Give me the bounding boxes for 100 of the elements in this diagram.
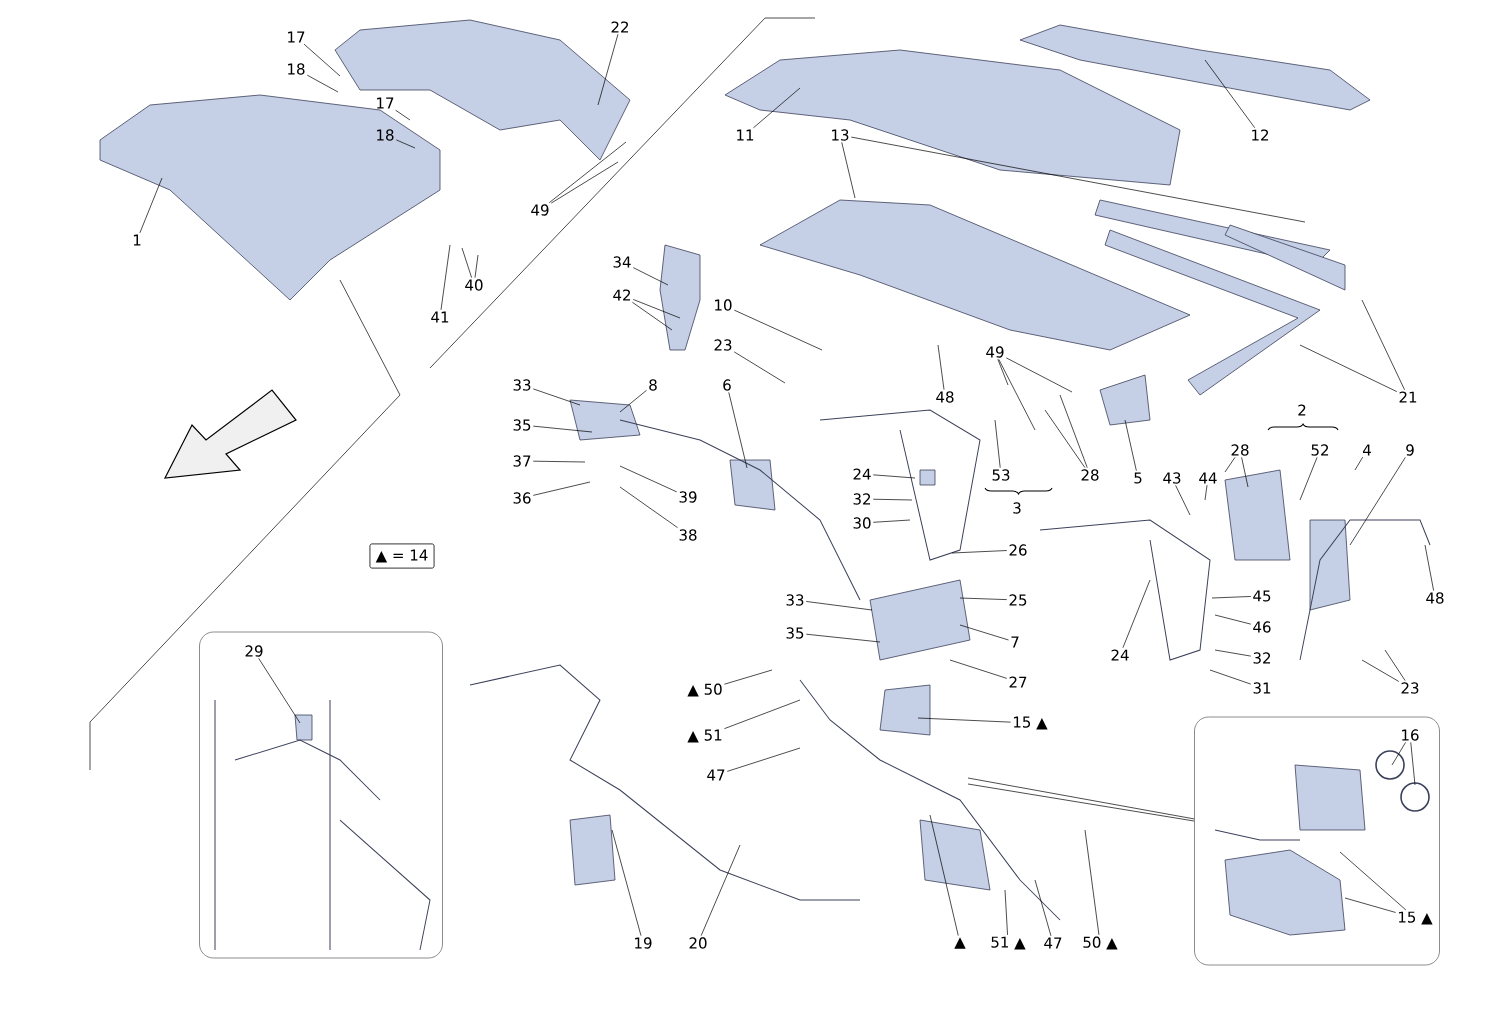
callout-number: 33	[786, 594, 804, 606]
callout-number: 36	[513, 492, 531, 504]
leader-line	[724, 699, 801, 729]
callout-number: 32	[1253, 652, 1271, 664]
inset-frame	[1194, 716, 1440, 966]
leader-line	[258, 658, 301, 724]
leader-line	[997, 359, 1009, 386]
callout-number: 33	[513, 379, 531, 391]
leader-line	[395, 139, 416, 149]
leader-line	[994, 419, 1001, 468]
leader-line	[1339, 851, 1407, 911]
callout-number: 49	[531, 204, 549, 216]
callout-number: 13	[832, 129, 849, 141]
callout-number: 37	[513, 455, 531, 467]
callout-number: 26	[1009, 544, 1027, 556]
callout-number: 20	[689, 937, 707, 949]
leader-line	[937, 344, 945, 390]
leader-line	[611, 829, 642, 936]
leader-line	[841, 142, 856, 199]
leader-line	[395, 109, 411, 121]
callout-number: 12	[1252, 129, 1269, 141]
leader-line	[700, 844, 741, 936]
callout-number: 5	[1134, 472, 1142, 484]
callout-number: 32	[853, 493, 871, 505]
leader-line	[929, 814, 959, 936]
callout-number: 18	[288, 63, 305, 75]
leader-line	[1361, 659, 1400, 682]
leader-line	[1214, 649, 1252, 657]
leader-line	[532, 460, 586, 463]
leader-line	[1175, 485, 1191, 516]
callout-number: 49	[986, 346, 1004, 358]
callout-number: 19	[635, 937, 652, 949]
leader-line	[1204, 59, 1256, 129]
leader-line	[1299, 344, 1398, 392]
leader-line	[1004, 889, 1008, 936]
leader-line	[1214, 614, 1252, 625]
callout-number: 45	[1253, 590, 1271, 602]
callout-number: 15 ▲	[1013, 716, 1048, 730]
callout-number: 47	[707, 769, 725, 781]
callout-number: 21	[1399, 391, 1417, 403]
callout-number: 16	[1402, 729, 1419, 741]
leader-line	[733, 309, 823, 351]
callout-number: 8	[649, 379, 657, 391]
leader-line	[1349, 457, 1406, 546]
leader-line	[632, 299, 681, 319]
leader-line	[753, 87, 801, 129]
leader-line	[139, 177, 163, 234]
leader-line	[951, 550, 1008, 554]
callout-number: 43	[1163, 472, 1181, 484]
callout-number: 25	[1009, 594, 1027, 606]
leader-line	[1204, 484, 1208, 501]
callout-number: 35	[786, 627, 804, 639]
callout-number: 1	[133, 234, 141, 246]
leader-line	[1122, 579, 1151, 649]
callout-number: 4	[1363, 444, 1371, 456]
callout-number: 46	[1253, 621, 1271, 633]
leader-line	[1044, 409, 1086, 468]
leader-line	[872, 519, 911, 523]
leader-line	[619, 389, 647, 413]
callout-number: 27	[1009, 676, 1027, 688]
leader-line	[1354, 456, 1364, 471]
callout-number: 23	[714, 339, 732, 351]
callout-number: 10	[715, 299, 732, 311]
leader-line	[1084, 829, 1100, 936]
leader-line	[1224, 457, 1236, 473]
leader-line	[805, 601, 873, 611]
callout-number: 24	[1111, 649, 1129, 661]
leader-line	[303, 43, 341, 77]
leader-line	[461, 247, 472, 278]
leader-line	[967, 777, 1195, 820]
leader-line	[872, 474, 916, 479]
callout-number: 31	[1253, 682, 1271, 694]
leader-line	[1124, 419, 1137, 472]
callout-number: ▲ = 14	[375, 549, 428, 563]
leader-line	[917, 717, 1011, 723]
callout-number: 23	[1401, 682, 1419, 694]
leader-line	[619, 465, 678, 493]
leader-line	[1034, 879, 1052, 937]
leader-line	[949, 659, 1008, 679]
leader-line	[1410, 742, 1416, 786]
callout-number: 30	[853, 517, 871, 529]
leader-line	[724, 669, 773, 685]
callout-number: 41	[431, 311, 449, 323]
leader-line	[1344, 897, 1396, 913]
callout-number: 47	[1044, 937, 1062, 949]
callout-number: ▲ 50	[687, 683, 722, 697]
leader-line	[550, 161, 619, 204]
leader-line	[728, 392, 748, 469]
callout-number: 38	[679, 529, 697, 541]
leader-line	[632, 267, 669, 286]
callout-number: 35	[513, 419, 531, 431]
callout-number: 51 ▲	[991, 936, 1026, 950]
callout-number: 29	[245, 645, 263, 657]
leader-line	[1211, 596, 1252, 599]
leader-line	[619, 486, 678, 528]
callout-number: 15 ▲	[1398, 911, 1433, 925]
leader-line	[959, 597, 1008, 600]
leader-line	[532, 388, 581, 406]
leader-line	[805, 633, 881, 643]
leader-line	[532, 481, 591, 496]
